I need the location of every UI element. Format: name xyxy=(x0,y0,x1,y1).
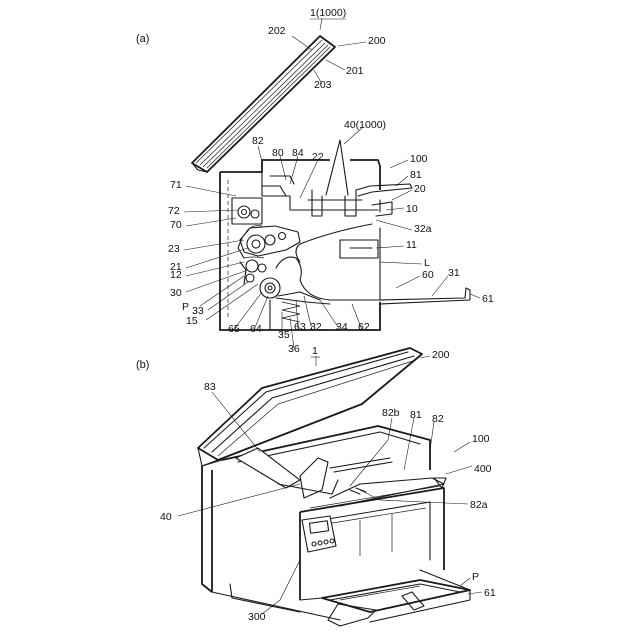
ref-numeral-b-6: 100 xyxy=(472,433,490,445)
ref-numeral-a-1: 200 xyxy=(368,35,386,47)
ref-numeral-b-2: 83 xyxy=(204,381,216,393)
pickup-roller-64 xyxy=(260,278,280,298)
ref-numeral-b-7: 400 xyxy=(474,463,492,475)
fixing-unit-30 xyxy=(240,257,266,284)
perspective-view xyxy=(198,348,470,626)
ref-numeral-a-14: 72 xyxy=(168,205,180,217)
ref-numeral-a-15: 10 xyxy=(406,203,418,215)
ref-numeral-a-11: 81 xyxy=(410,169,422,181)
ref-numeral-b-9: 82a xyxy=(470,499,488,511)
ref-numeral-a-10: 22 xyxy=(312,151,324,163)
ref-numeral-a-24: 60 xyxy=(422,269,434,281)
printer-housing-section xyxy=(220,160,380,330)
paper-cassette-61 xyxy=(300,570,470,626)
ref-numeral-a-0: 1(1000) xyxy=(310,7,346,19)
ref-numeral-a-3: 201 xyxy=(346,65,364,77)
ref-numeral-a-6: 100 xyxy=(410,153,428,165)
ref-numeral-a-12: 71 xyxy=(170,179,182,191)
ref-numeral-a-35: 34 xyxy=(336,321,348,333)
ref-numeral-a-5: 40(1000) xyxy=(344,119,386,131)
panel-labels: (a) (b) xyxy=(136,33,149,371)
ref-numeral-a-8: 80 xyxy=(272,147,284,159)
ref-numeral-a-4: 203 xyxy=(314,79,332,91)
output-tray-81 xyxy=(356,184,412,216)
ref-numeral-a-29: 15 xyxy=(186,315,198,327)
ref-numeral-a-36: 62 xyxy=(358,321,370,333)
document-tray-83 xyxy=(236,448,338,498)
ref-numeral-a-26: 31 xyxy=(448,267,460,279)
ref-numeral-a-2: 202 xyxy=(268,25,286,37)
ref-numeral-a-33: 63 xyxy=(294,321,306,333)
exit-unit-70 xyxy=(232,176,294,224)
panel-label-b: (b) xyxy=(136,359,149,371)
ref-numeral-a-37: 36 xyxy=(288,343,300,355)
ref-numeral-b-8: 40 xyxy=(160,511,172,523)
ref-numeral-b-0: 1 xyxy=(312,345,318,357)
ref-numeral-a-22: 12 xyxy=(170,269,182,281)
ref-numeral-b-4: 81 xyxy=(410,409,422,421)
ref-numeral-a-9: 84 xyxy=(292,147,304,159)
ref-numeral-a-16: 70 xyxy=(170,219,182,231)
ref-numeral-b-3: 82b xyxy=(382,407,400,419)
process-cartridge-20 xyxy=(238,226,300,258)
paper-cassette-60 xyxy=(380,288,470,312)
paper-path-L xyxy=(276,224,384,300)
ref-numeral-a-32: 35 xyxy=(278,329,290,341)
ref-numeral-a-30: 65 xyxy=(228,323,240,335)
ref-numeral-b-11: 300 xyxy=(248,611,266,623)
ref-numeral-b-12: 61 xyxy=(484,587,496,599)
ref-numeral-a-34: 32 xyxy=(310,321,322,333)
ref-numeral-a-18: 23 xyxy=(168,243,180,255)
ref-numeral-a-28: 61 xyxy=(482,293,494,305)
ref-numeral-b-10: P xyxy=(472,571,479,583)
control-panel-300 xyxy=(302,516,336,552)
ref-numeral-b-5: 82 xyxy=(432,413,444,425)
ref-numeral-a-21: L xyxy=(424,257,430,269)
ref-numeral-a-31: 64 xyxy=(250,323,262,335)
ref-numeral-a-17: 32a xyxy=(414,223,432,235)
ref-numeral-b-1: 200 xyxy=(432,349,450,361)
ref-numeral-a-7: 82 xyxy=(252,135,264,147)
panel-label-a: (a) xyxy=(136,33,149,45)
ref-numeral-a-23: 30 xyxy=(170,287,182,299)
ref-numeral-a-13: 20 xyxy=(414,183,426,195)
ref-numeral-a-25: P xyxy=(182,301,189,313)
ref-numeral-a-19: 11 xyxy=(406,239,417,251)
